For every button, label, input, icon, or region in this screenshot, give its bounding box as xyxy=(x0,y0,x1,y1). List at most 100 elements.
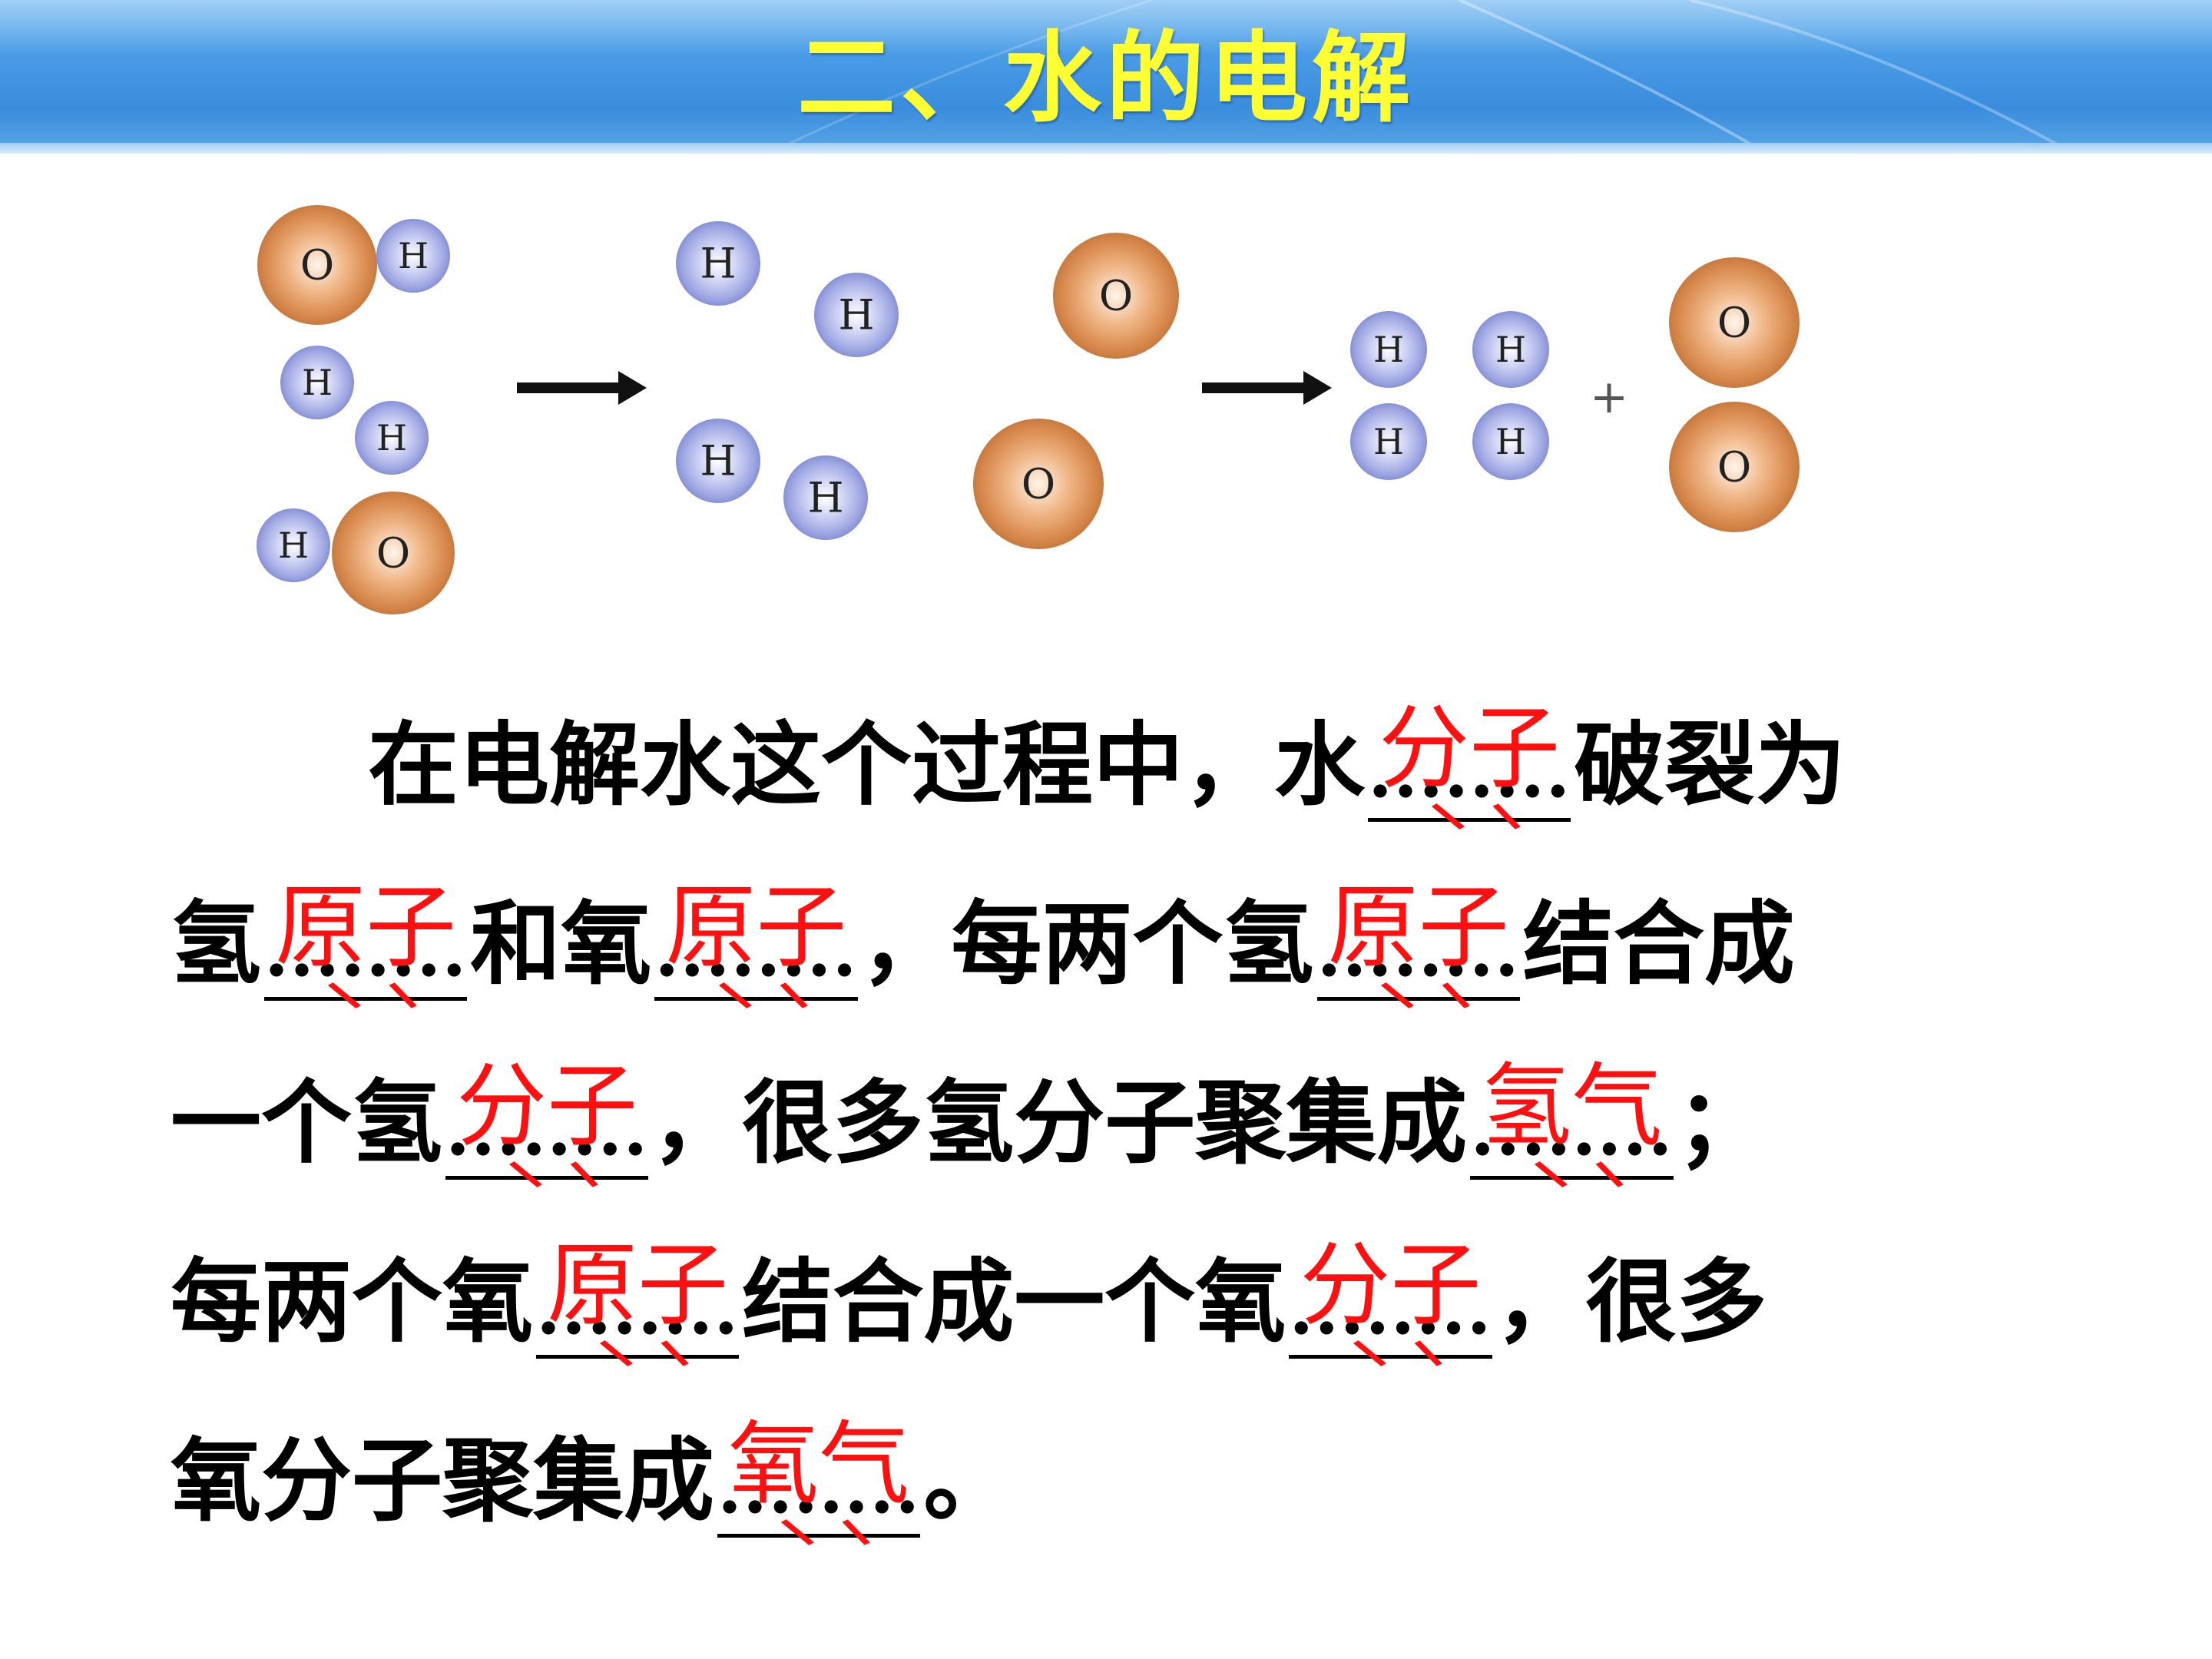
hydrogen-atom: H xyxy=(814,273,899,357)
answer-blank: ........分子 xyxy=(1368,702,1571,830)
hydrogen-label: H xyxy=(398,235,429,276)
hydrogen-molecules: H H H H xyxy=(1350,311,1549,480)
slide-header-bar: 二、水的电解 xyxy=(0,0,2212,154)
plus-sign: + xyxy=(1590,370,1628,424)
oxygen-atom: O xyxy=(257,205,377,325)
oxygen-label: O xyxy=(1099,272,1133,320)
oxygen-label: O xyxy=(1717,443,1751,492)
red-mark-icon xyxy=(1534,1161,1624,1187)
passage-text: ，每两个氢 xyxy=(860,891,1314,997)
reaction-arrow-icon xyxy=(517,371,647,405)
red-mark-icon xyxy=(781,1519,871,1545)
answer-text: 原子 xyxy=(665,874,847,980)
oxygen-atom: O xyxy=(1053,233,1179,359)
answer-blank: ........氢气 xyxy=(1470,1060,1674,1187)
oxygen-atom: O xyxy=(1669,402,1800,532)
passage-line-2: 氢........原子和氧........原子，每两个氢........原子结合… xyxy=(171,855,2060,1034)
blank-dots: ........ xyxy=(1368,730,1571,813)
hydrogen-label: H xyxy=(700,240,736,288)
oxygen-label: O xyxy=(376,529,410,578)
answer-blank: ........氧气 xyxy=(717,1418,921,1545)
passage-text: 破裂为 xyxy=(1574,712,1846,818)
hydrogen-label: H xyxy=(302,362,333,403)
hydrogen-label: H xyxy=(807,474,843,522)
slide-title: 二、水的电解 xyxy=(796,22,1415,136)
hydrogen-label: H xyxy=(1373,421,1404,462)
answer-text: 分子 xyxy=(456,1053,638,1159)
passage-text: 结合成 xyxy=(1522,891,1795,997)
oxygen-label: O xyxy=(1717,299,1751,347)
oxygen-atom: O xyxy=(973,419,1104,549)
passage-text: 氢 xyxy=(171,891,262,997)
header-decoration xyxy=(767,0,2075,154)
red-mark-icon xyxy=(1380,982,1470,1008)
header-bottom-edge xyxy=(0,143,2212,154)
answer-blank: ........原子 xyxy=(1316,881,1520,1008)
blank-dots: ........ xyxy=(1316,909,1520,992)
hydrogen-atom: H xyxy=(355,401,429,475)
passage-text: ； xyxy=(1676,1070,1767,1176)
oxygen-label: O xyxy=(1022,460,1055,508)
red-mark-icon xyxy=(509,1161,599,1187)
passage-line-1: 在电解水这个过程中，水........分子破裂为 xyxy=(171,676,2060,855)
hydrogen-atom: H xyxy=(376,219,450,293)
answer-blank: ........原子 xyxy=(654,881,858,1008)
red-mark-icon xyxy=(718,982,808,1008)
answer-text: 原子 xyxy=(547,1232,729,1338)
hydrogen-atom: H xyxy=(676,221,760,306)
separated-atoms: H H H H O O xyxy=(676,221,1179,549)
hydrogen-atom: H xyxy=(783,455,868,540)
blank-dots: ........ xyxy=(717,1446,921,1529)
passage-line-5: 氧分子聚集成........氧气。 xyxy=(171,1392,2060,1571)
water-molecules: O H H H H O xyxy=(257,205,455,614)
red-mark-icon xyxy=(1432,803,1522,830)
answer-text: 原子 xyxy=(1327,874,1509,980)
hydrogen-atom: H xyxy=(1350,311,1427,388)
passage-line-3: 一个氢........分子，很多氢分子聚集成........氢气； xyxy=(171,1034,2060,1213)
header-shine xyxy=(0,0,2212,54)
hydrogen-atom: H xyxy=(257,508,330,582)
hydrogen-label: H xyxy=(700,437,736,485)
red-mark-icon xyxy=(328,982,418,1008)
passage-line-4: 每两个氧........原子结合成一个氧........分子，很多 xyxy=(171,1213,2060,1392)
answer-blank: ........分子 xyxy=(1289,1239,1492,1366)
hydrogen-label: H xyxy=(1495,329,1526,370)
answer-text: 分子 xyxy=(1379,695,1561,801)
hydrogen-atom: H xyxy=(1472,311,1549,388)
blank-dots: ........ xyxy=(654,909,858,992)
hydrogen-label: H xyxy=(278,525,309,566)
answer-blank: ........分子 xyxy=(445,1060,649,1187)
passage-text: 氧分子聚集成 xyxy=(171,1428,715,1534)
hydrogen-label: H xyxy=(1495,421,1526,462)
blank-dots: ........ xyxy=(1470,1088,1674,1171)
fill-in-passage: 在电解水这个过程中，水........分子破裂为 氢........原子和氧..… xyxy=(171,676,2060,1571)
blank-dots: ........ xyxy=(536,1267,740,1350)
answer-text: 氢气 xyxy=(1481,1053,1663,1159)
answer-text: 原子 xyxy=(275,874,457,980)
answer-text: 分子 xyxy=(1300,1232,1482,1338)
answer-blank: ........原子 xyxy=(264,881,468,1008)
red-mark-icon xyxy=(600,1340,690,1366)
answer-blank: ........原子 xyxy=(536,1239,740,1366)
passage-text: 一个氢 xyxy=(171,1070,443,1176)
hydrogen-label: H xyxy=(838,291,874,339)
oxygen-atom: O xyxy=(332,492,455,614)
reaction-arrow-icon xyxy=(1202,371,1332,405)
oxygen-label: O xyxy=(300,241,334,290)
hydrogen-label: H xyxy=(376,417,407,459)
passage-text: ，很多 xyxy=(1495,1249,1767,1355)
passage-text: ，很多氢分子聚集成 xyxy=(651,1070,1468,1176)
hydrogen-label: H xyxy=(1373,329,1404,370)
electrolysis-diagram: O H H H H O H H H H O O H H H H + O O xyxy=(257,205,1800,614)
blank-dots: ........ xyxy=(264,909,468,992)
answer-text: 氧气 xyxy=(728,1411,910,1517)
passage-text: 每两个氧 xyxy=(171,1249,534,1355)
oxygen-molecule: O O xyxy=(1669,257,1800,532)
passage-text: 在电解水这个过程中，水 xyxy=(368,712,1366,818)
hydrogen-atom: H xyxy=(280,346,354,419)
blank-dots: ........ xyxy=(445,1088,649,1171)
hydrogen-atom: H xyxy=(676,419,760,503)
passage-text: 。 xyxy=(923,1428,1015,1534)
red-mark-icon xyxy=(1353,1340,1442,1366)
blank-dots: ........ xyxy=(1289,1267,1492,1350)
